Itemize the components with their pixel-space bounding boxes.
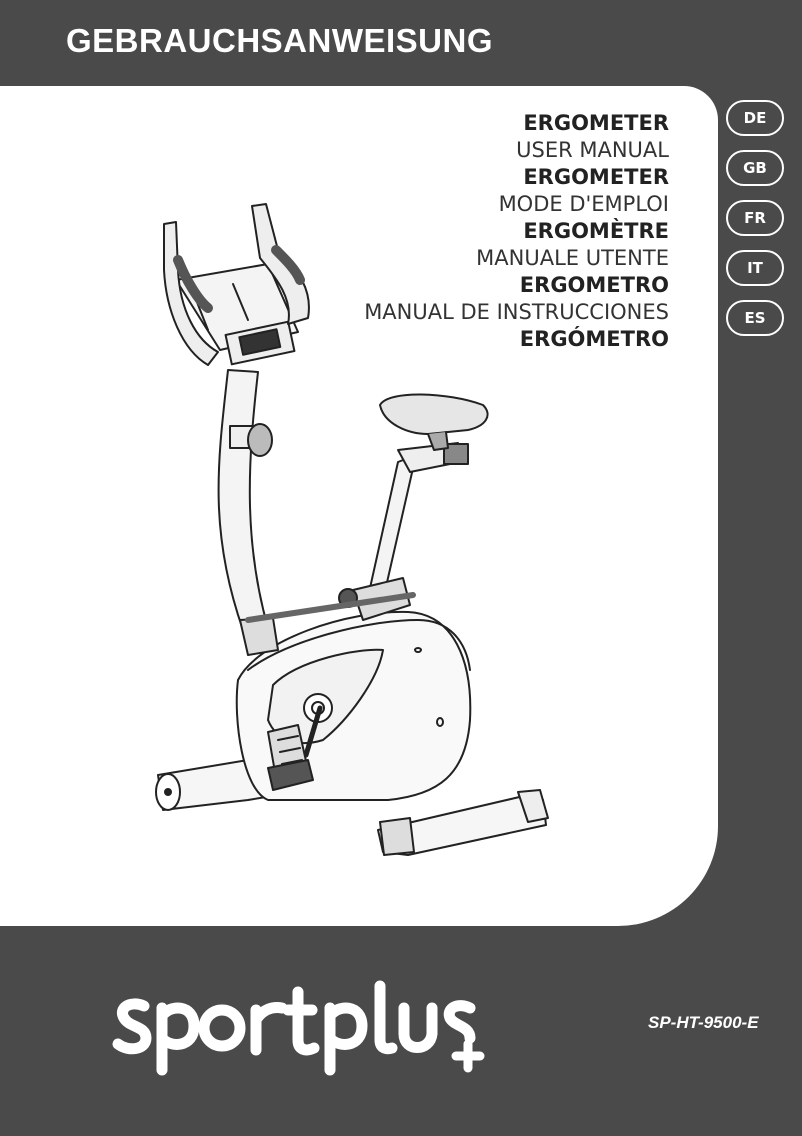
title-line: MANUAL DE INSTRUCCIONES	[364, 300, 669, 324]
language-tab-fr[interactable]: FR	[726, 200, 784, 236]
sportplus-logo	[112, 980, 485, 1076]
title-line: MODE D'EMPLOI	[498, 192, 669, 216]
title-line: MANUALE UTENTE	[476, 246, 669, 270]
exercise-bike-illustration	[155, 203, 549, 856]
product-titles: ERGOMETER USER MANUAL ERGOMETER MODE D'E…	[364, 110, 669, 353]
title-line: ERGOMETER	[523, 165, 669, 189]
title-line: ERGOMÈTRE	[523, 219, 669, 243]
title-line: ERGÓMETRO	[519, 327, 669, 351]
document-title: GEBRAUCHSANWEISUNG	[66, 22, 494, 59]
title-line: ERGOMETRO	[519, 273, 669, 297]
model-number: SP-HT-9500-E	[648, 1013, 759, 1032]
title-line: ERGOMETER	[523, 111, 669, 135]
language-tab-de[interactable]: DE	[726, 100, 784, 136]
language-tabs: DE GB FR IT ES	[726, 100, 790, 350]
title-line: USER MANUAL	[516, 138, 669, 162]
language-tab-es[interactable]: ES	[726, 300, 784, 336]
language-tab-it[interactable]: IT	[726, 250, 784, 286]
language-tab-gb[interactable]: GB	[726, 150, 784, 186]
